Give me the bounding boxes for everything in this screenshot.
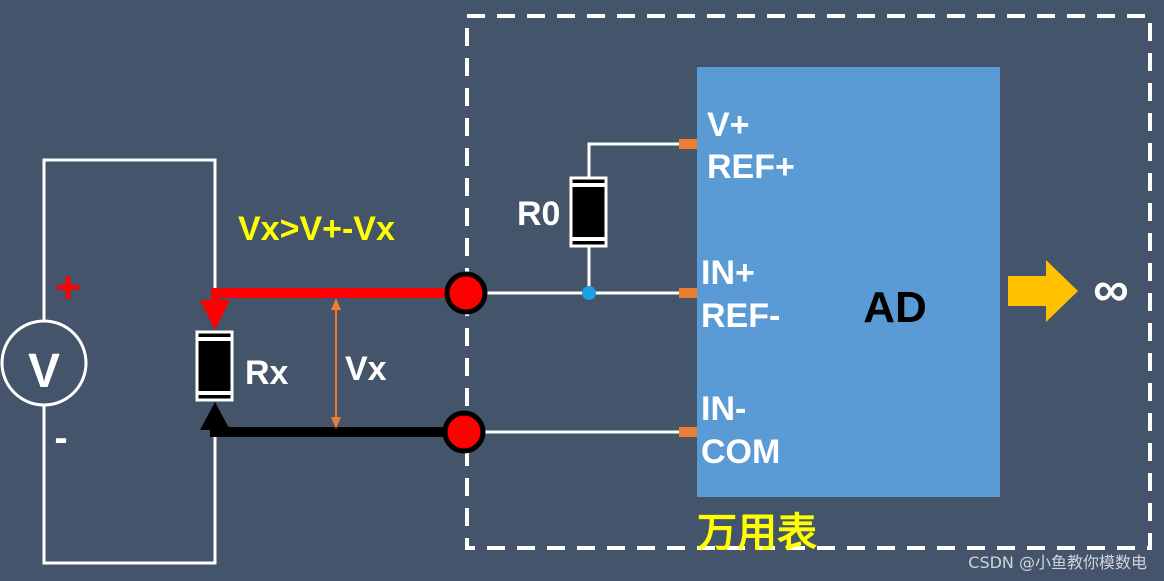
voltage-source-label: V bbox=[28, 345, 60, 398]
rx-resistor bbox=[195, 330, 234, 402]
voltage-source bbox=[0, 319, 88, 407]
source-return-wire bbox=[42, 404, 217, 565]
pin-label-inminus: IN- bbox=[701, 390, 746, 428]
junction-dot bbox=[582, 286, 596, 300]
r0-resistor-band-bottom bbox=[571, 237, 606, 241]
multimeter-label: 万用表 bbox=[697, 511, 817, 555]
ad-label: AD bbox=[863, 283, 927, 332]
pin-vplus bbox=[679, 139, 697, 149]
vx-measure-arrow-bottom bbox=[331, 417, 341, 429]
output-arrow-icon bbox=[1008, 260, 1078, 322]
minus-sign: - bbox=[54, 416, 67, 460]
red-terminal[interactable] bbox=[444, 271, 488, 315]
condition-label: Vx>V+-Vx bbox=[238, 210, 395, 248]
pin-label-inplus: IN+ bbox=[701, 254, 755, 292]
ad-block bbox=[697, 67, 1000, 497]
rx-resistor-band-bottom bbox=[197, 391, 232, 395]
vx-label: Vx bbox=[345, 350, 387, 388]
pin-inminus bbox=[679, 427, 697, 437]
watermark-text: CSDN @小鱼教你模数电 bbox=[968, 553, 1147, 572]
infinity-symbol: ∞ bbox=[1093, 261, 1129, 317]
r0-label: R0 bbox=[517, 195, 560, 233]
vx-measure-arrow-top bbox=[331, 298, 341, 310]
source-loop-wire bbox=[42, 158, 217, 322]
red-probe-arrow bbox=[200, 300, 230, 330]
pin-label-com: COM bbox=[701, 433, 780, 471]
pin-label-vplus: V+ bbox=[707, 106, 750, 144]
pin-label-refplus: REF+ bbox=[707, 148, 795, 186]
r0-resistor-band-top bbox=[571, 183, 606, 187]
black-probe-arrow bbox=[200, 402, 230, 430]
vplus-wire bbox=[587, 142, 680, 180]
r0-resistor bbox=[569, 176, 608, 248]
black-terminal[interactable] bbox=[442, 410, 486, 454]
pin-inplus bbox=[679, 288, 697, 298]
rx-resistor-band-top bbox=[197, 337, 232, 341]
pin-label-refminus: REF- bbox=[701, 297, 780, 335]
rx-label: Rx bbox=[245, 354, 289, 392]
plus-sign: + bbox=[55, 263, 81, 312]
